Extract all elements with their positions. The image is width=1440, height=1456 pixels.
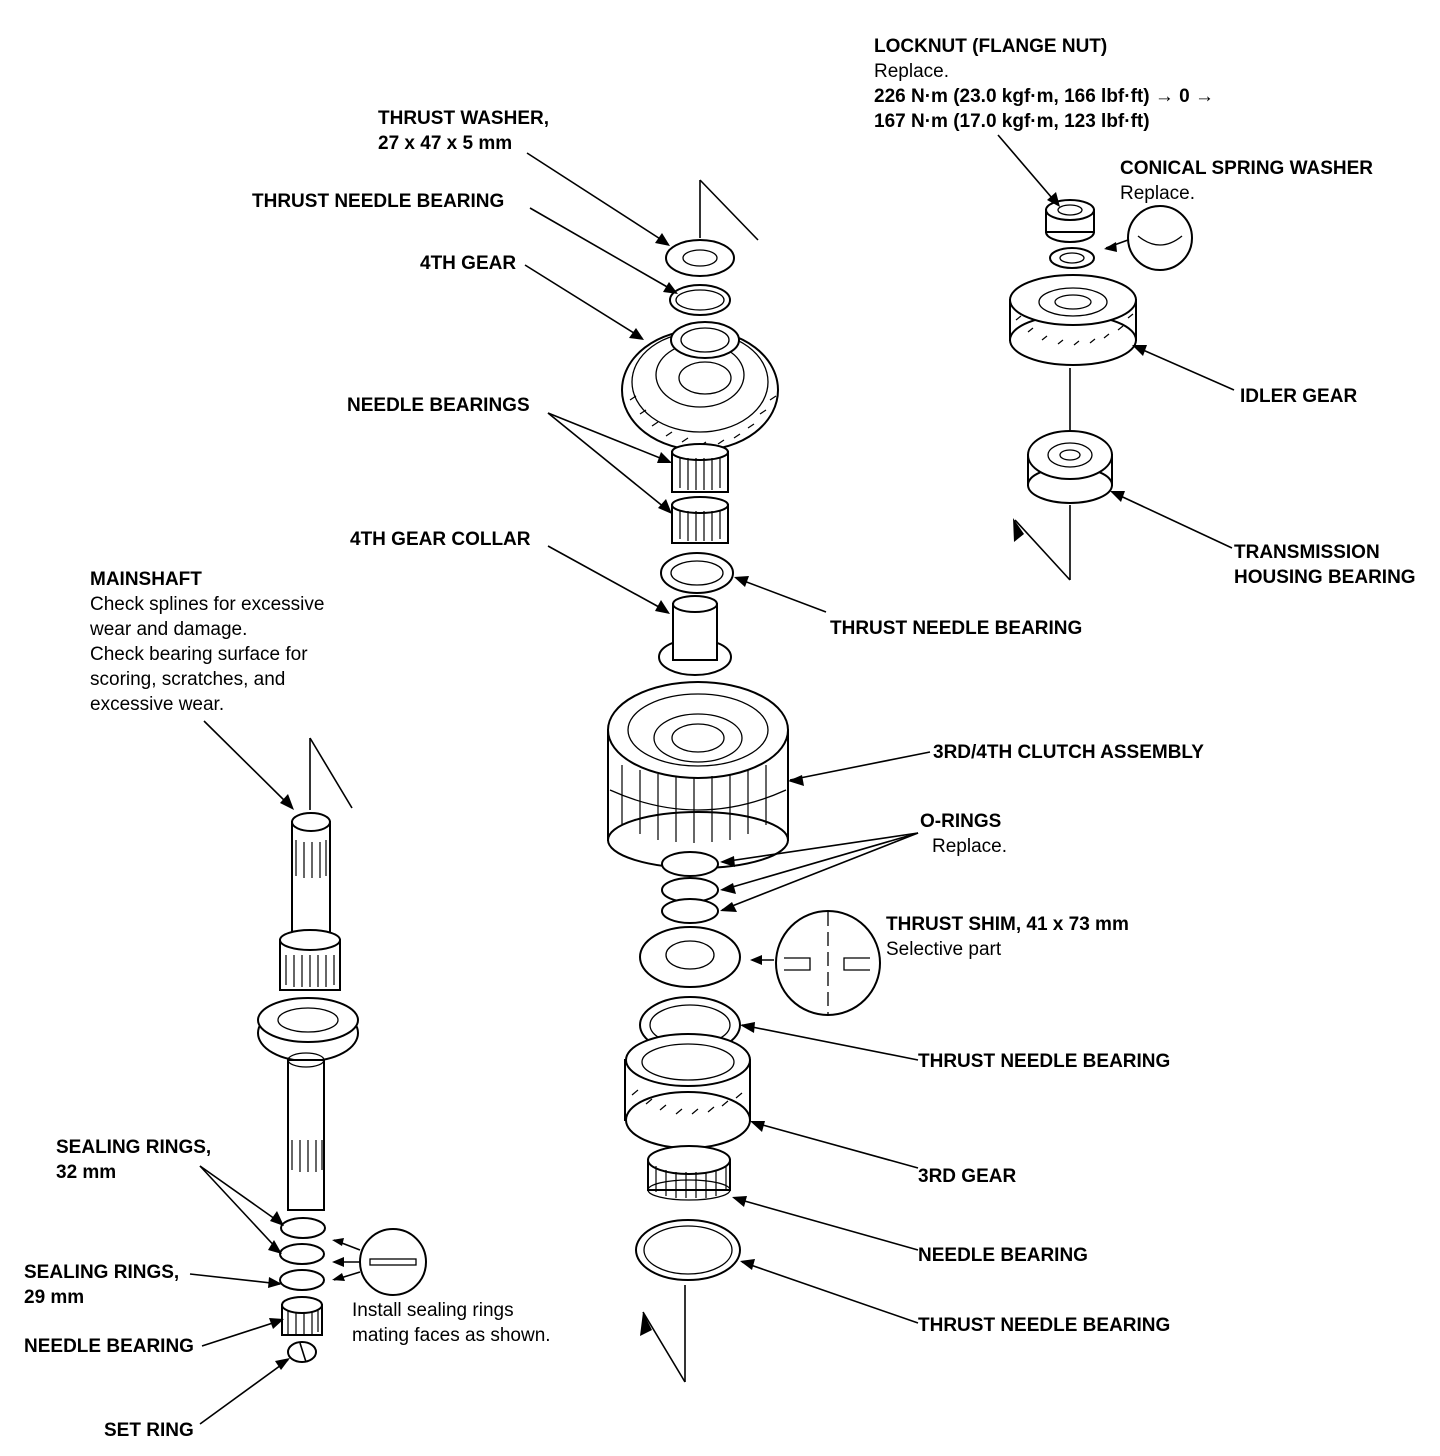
thrust-needle-bearing-2-title: THRUST NEEDLE BEARING [830, 618, 1083, 639]
fourth-gear-part [621, 321, 779, 451]
mainshaft-note-3: Check bearing surface for [90, 644, 308, 665]
conical-spring-washer-label: CONICAL SPRING WASHER Replace. [1120, 156, 1373, 206]
thrust-shim-label: THRUST SHIM, 41 x 73 mm Selective part [886, 912, 1129, 962]
o-rings-title: O-RINGS [920, 811, 1002, 832]
fourth-gear-collar-label: 4TH GEAR COLLAR [350, 527, 531, 552]
thrust-needle-bearing-top-title: THRUST NEEDLE BEARING [252, 191, 505, 212]
thrust-shim-detail-circle [750, 910, 881, 1016]
install-note-line-2: mating faces as shown. [352, 1325, 551, 1346]
set-ring-label: SET RING [104, 1418, 194, 1443]
locknut-torque-1: 226 N·m (23.0 kgf·m, 166 lbf·ft) → 0 → [874, 86, 1214, 107]
idler-axis-lines [1013, 368, 1071, 581]
needle-bearing-right-label: NEEDLE BEARING [918, 1243, 1088, 1268]
set-ring-part [286, 1341, 318, 1363]
locknut-title: LOCKNUT (FLANGE NUT) [874, 36, 1108, 57]
leader-lines [189, 134, 1235, 1425]
mainshaft-note-1: Check splines for excessive [90, 594, 325, 615]
mainshaft-label: MAINSHAFT Check splines for excessive we… [90, 567, 324, 717]
fourth-gear-title: 4TH GEAR [420, 253, 517, 274]
third-gear-title: 3RD GEAR [918, 1166, 1017, 1187]
thrust-needle-bearing-4-part [635, 1219, 741, 1281]
transmission-housing-bearing-label: TRANSMISSION HOUSING BEARING [1234, 540, 1416, 590]
thrust-washer-line-2: 27 x 47 x 5 mm [378, 133, 513, 154]
needle-bearings-label: NEEDLE BEARINGS [347, 393, 530, 418]
install-note-label: Install sealing rings mating faces as sh… [352, 1298, 551, 1348]
sealing-rings-29-line-2: 29 mm [24, 1287, 85, 1308]
transmission-housing-bearing-part [1027, 430, 1113, 504]
thrust-needle-bearing-top-part [669, 284, 731, 316]
sealing-rings-29-line-1: SEALING RINGS, [24, 1262, 180, 1283]
thrust-washer-label: THRUST WASHER, 27 x 47 x 5 mm [378, 106, 549, 156]
thrust-needle-bearing-3-label: THRUST NEEDLE BEARING [918, 1049, 1170, 1074]
o-rings-label: O-RINGS Replace. [920, 809, 1007, 859]
transmission-housing-bearing-line-2: HOUSING BEARING [1234, 567, 1416, 588]
locknut-part [1045, 199, 1095, 243]
thrust-shim-note: Selective part [886, 939, 1002, 960]
sealing-ring-detail-circle [332, 1228, 427, 1296]
locknut-label: LOCKNUT (FLANGE NUT) Replace. 226 N·m (2… [874, 34, 1214, 134]
thrust-shim-part [639, 926, 741, 988]
sealing-rings-32-line-2: 32 mm [56, 1162, 117, 1183]
clutch-assembly-part [607, 681, 789, 869]
needle-bearing-left-title: NEEDLE BEARING [24, 1336, 194, 1357]
fourth-gear-collar-title: 4TH GEAR COLLAR [350, 529, 531, 550]
thrust-shim-title: THRUST SHIM, 41 x 73 mm [886, 914, 1129, 935]
sealing-rings-32-line-1: SEALING RINGS, [56, 1137, 212, 1158]
mainshaft-note-2: wear and damage. [90, 619, 248, 640]
mainshaft-note-5: excessive wear. [90, 694, 225, 715]
o-rings-note: Replace. [932, 836, 1007, 857]
needle-bearing-right-part [647, 1145, 731, 1201]
idler-gear-part [1009, 274, 1137, 366]
mainshaft-title: MAINSHAFT [90, 569, 202, 590]
needle-bearing-left-label: NEEDLE BEARING [24, 1334, 194, 1359]
thrust-washer-line-1: THRUST WASHER, [378, 108, 549, 129]
conical-spring-washer-part [1049, 247, 1095, 269]
thrust-washer-part [665, 239, 735, 277]
sealing-rings-29-label: SEALING RINGS, 29 mm [24, 1260, 179, 1310]
third-gear-part [624, 1033, 751, 1149]
mainshaft-part [257, 812, 359, 1211]
transmission-housing-bearing-line-1: TRANSMISSION [1234, 542, 1380, 563]
sealing-rings-32-part [279, 1217, 326, 1265]
thrust-needle-bearing-3-title: THRUST NEEDLE BEARING [918, 1051, 1171, 1072]
clutch-assembly-title: 3RD/4TH CLUTCH ASSEMBLY [933, 742, 1204, 763]
thrust-needle-bearing-4-title: THRUST NEEDLE BEARING [918, 1315, 1171, 1336]
center-axis-lines [640, 179, 759, 1383]
fourth-gear-collar-part [658, 595, 732, 676]
sealing-rings-29-part [279, 1269, 325, 1291]
needle-bearing-right-title: NEEDLE BEARING [918, 1245, 1088, 1266]
third-gear-label: 3RD GEAR [918, 1164, 1016, 1189]
locknut-note-1: Replace. [874, 61, 949, 82]
thrust-needle-bearing-top-label: THRUST NEEDLE BEARING [252, 189, 504, 214]
needle-bearings-title: NEEDLE BEARINGS [347, 395, 530, 416]
conical-spring-washer-title: CONICAL SPRING WASHER [1120, 158, 1374, 179]
thrust-needle-bearing-4-label: THRUST NEEDLE BEARING [918, 1313, 1170, 1338]
conical-spring-washer-note: Replace. [1120, 183, 1195, 204]
thrust-needle-bearing-2-part [660, 552, 734, 594]
thrust-needle-bearing-2-label: THRUST NEEDLE BEARING [830, 616, 1082, 641]
needle-bearing-upper-part [671, 443, 729, 493]
clutch-assembly-label: 3RD/4TH CLUTCH ASSEMBLY [933, 740, 1204, 765]
sealing-rings-32-label: SEALING RINGS, 32 mm [56, 1135, 211, 1185]
set-ring-title: SET RING [104, 1420, 194, 1441]
mainshaft-note-4: scoring, scratches, and [90, 669, 286, 690]
needle-bearing-left-part [281, 1296, 323, 1336]
locknut-torque-2: 167 N·m (17.0 kgf·m, 123 lbf·ft) [874, 111, 1150, 132]
conical-washer-detail-circle [1104, 205, 1193, 271]
mainshaft-axis-lines [309, 737, 353, 810]
install-note-line-1: Install sealing rings [352, 1300, 514, 1321]
idler-gear-label: IDLER GEAR [1240, 384, 1357, 409]
needle-bearing-lower-part [671, 496, 729, 544]
leader-arrowheads [268, 192, 1147, 1370]
o-rings-part [661, 851, 719, 924]
idler-gear-title: IDLER GEAR [1240, 386, 1358, 407]
fourth-gear-label: 4TH GEAR [420, 251, 516, 276]
